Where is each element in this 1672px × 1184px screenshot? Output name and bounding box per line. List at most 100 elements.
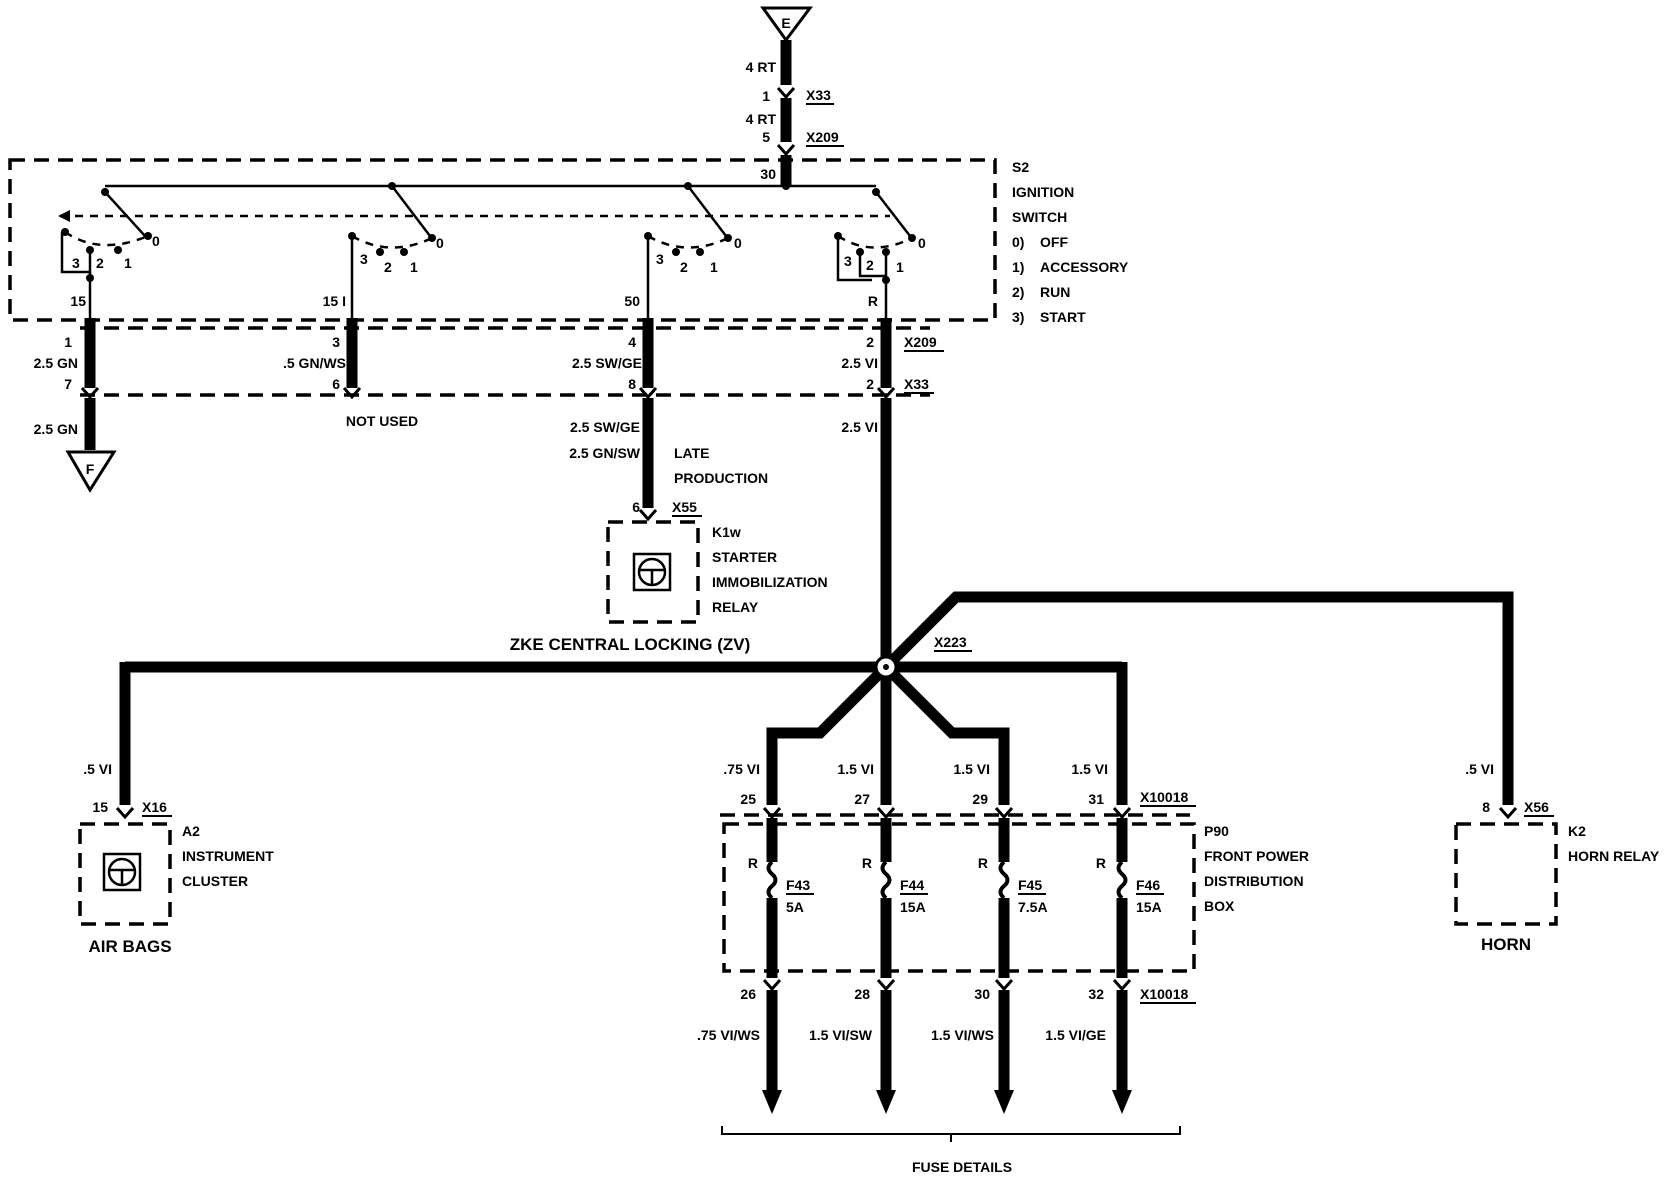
- switch-pos-0: 0: [152, 233, 160, 249]
- pin-label: 7: [64, 376, 72, 392]
- connector-label-x56: X56: [1524, 799, 1549, 815]
- harness-branch-15: F 1 2.5 GN 7 2.5 GN: [34, 318, 117, 493]
- switch-section-15: 3 2 1 0 15: [60, 188, 160, 318]
- zke-central-locking-caption: ZKE CENTRAL LOCKING (ZV): [510, 635, 751, 654]
- fuse-f45: 1.5 VI 29 R F45 7.5A 30 1.5 VI/WS: [931, 761, 1048, 1114]
- air-bags-caption: AIR BAGS: [88, 937, 171, 956]
- steering-wheel-icon: [107, 857, 137, 887]
- component-id-s2: S2: [1012, 159, 1029, 175]
- switch-pos-3: 3: [656, 251, 664, 267]
- pin-label: 29: [972, 791, 988, 807]
- pin-label: 31: [1088, 791, 1104, 807]
- component-name: HORN RELAY: [1568, 848, 1660, 864]
- switch-pos-0: 0: [436, 235, 444, 251]
- resistor-mark: R: [978, 855, 988, 871]
- wire-label: .5 VI: [1465, 761, 1494, 777]
- wire-label: 2.5 GN: [34, 421, 78, 437]
- fuse-id: F44: [900, 877, 924, 893]
- pin-label: 8: [628, 376, 636, 392]
- component-name-line2: DISTRIBUTION: [1204, 873, 1304, 889]
- wire-label: 2.5 SW/GE: [572, 355, 642, 371]
- fuse-details-bracket: FUSE DETAILS: [721, 1126, 1181, 1175]
- terminal-label-15: 15: [70, 293, 86, 309]
- connector-label-x33-top: X33: [806, 87, 831, 103]
- legend-num: 3): [1012, 309, 1024, 325]
- pin-label: 28: [854, 986, 870, 1002]
- pin-label: 25: [740, 791, 756, 807]
- component-name-line2: IMMOBILIZATION: [712, 574, 828, 590]
- component-name-line1: FRONT POWER: [1204, 848, 1309, 864]
- wire-label: 2.5 VI: [841, 419, 878, 435]
- switch-section-15i: 3 2 1 0 15 I: [323, 182, 444, 318]
- legend-label-start: START: [1040, 309, 1086, 325]
- fuse-symbol: [880, 860, 892, 900]
- fuse-symbol: [766, 860, 778, 900]
- component-name-line2: SWITCH: [1012, 209, 1067, 225]
- switch-pos-1: 1: [896, 259, 904, 275]
- wire-label: .75 VI/WS: [697, 1027, 760, 1043]
- horn-caption: HORN: [1481, 935, 1531, 954]
- pin-label-1: 1: [762, 88, 770, 104]
- wire-label: 2.5 GN: [34, 355, 78, 371]
- fuse-id: F46: [1136, 877, 1160, 893]
- offpage-connector-e: E: [760, 6, 813, 43]
- harness-branch-50: 4 2.5 SW/GE 8 2.5 SW/GE 2.5 GN/SW LATE P…: [569, 318, 768, 522]
- switch-pos-1: 1: [124, 255, 132, 271]
- ignition-switch-outline: [8, 158, 997, 322]
- wire-label: 1.5 VI/WS: [931, 1027, 994, 1043]
- legend-label-run: RUN: [1040, 284, 1070, 300]
- switch-pos-3: 3: [72, 255, 80, 271]
- switch-pos-3: 3: [360, 251, 368, 267]
- pin-label: 30: [974, 986, 990, 1002]
- fuse-f44: 1.5 VI 27 R F44 15A 28 1.5 VI/SW: [809, 761, 928, 1114]
- switch-pos-0: 0: [734, 235, 742, 251]
- fuse-symbol: [998, 860, 1010, 900]
- fuse-details-label: FUSE DETAILS: [912, 1159, 1012, 1175]
- resistor-mark: R: [862, 855, 872, 871]
- component-id-p90: P90: [1204, 823, 1229, 839]
- switch-pos-2: 2: [384, 259, 392, 275]
- horn-relay: .5 VI 8 X56 K2 HORN RELAY HORN: [1454, 761, 1660, 954]
- fuse-id: F43: [786, 877, 810, 893]
- component-id-k2: K2: [1568, 823, 1586, 839]
- component-id-a2: A2: [182, 823, 200, 839]
- front-power-distribution-box: X10018 P90 FRONT POWER DISTRIBUTION BOX …: [720, 789, 1309, 1004]
- component-name-line2: CLUSTER: [182, 873, 248, 889]
- connector-label-x16: X16: [142, 799, 167, 815]
- wire-label: .75 VI: [723, 761, 760, 777]
- harness-branch-r: 2 2.5 VI 2 2.5 VI: [841, 318, 896, 660]
- wire-label: 1.5 VI: [1071, 761, 1108, 777]
- switch-section-50: 3 2 1 0 50: [624, 182, 742, 318]
- offpage-label-e: E: [781, 15, 790, 31]
- component-name-line1: INSTRUMENT: [182, 848, 274, 864]
- splice-label-x223: X223: [934, 634, 967, 650]
- wire-label-alt: 2.5 GN/SW: [569, 445, 641, 461]
- fuse-rating: 15A: [1136, 899, 1162, 915]
- component-name-line3: BOX: [1204, 898, 1235, 914]
- connector-label-x209-top: X209: [806, 129, 839, 145]
- switch-pos-2: 2: [680, 259, 688, 275]
- wire-label-4rt-b: 4 RT: [746, 111, 777, 127]
- legend-num: 2): [1012, 284, 1024, 300]
- switch-pos-2: 2: [866, 257, 874, 273]
- wire-label: 1.5 VI: [837, 761, 874, 777]
- steering-wheel-icon: [637, 557, 667, 587]
- arrow-down-icon: [876, 1090, 896, 1114]
- arrow-down-icon: [994, 1090, 1014, 1114]
- terminal-label-15i: 15 I: [323, 293, 346, 309]
- switch-pos-1: 1: [410, 259, 418, 275]
- legend-label-off: OFF: [1040, 234, 1068, 250]
- connector-label-x209: X209: [904, 334, 937, 350]
- pin-label: 26: [740, 986, 756, 1002]
- pin-label: 4: [628, 334, 636, 350]
- pin-label: 6: [632, 499, 640, 515]
- component-name-line1: IGNITION: [1012, 184, 1074, 200]
- fuse-rating: 7.5A: [1018, 899, 1048, 915]
- note-late: LATE: [674, 445, 710, 461]
- wire-label: 1.5 VI: [953, 761, 990, 777]
- terminal-label-r: R: [868, 293, 878, 309]
- resistor-mark: R: [1096, 855, 1106, 871]
- resistor-mark: R: [748, 855, 758, 871]
- fuse-id: F45: [1018, 877, 1042, 893]
